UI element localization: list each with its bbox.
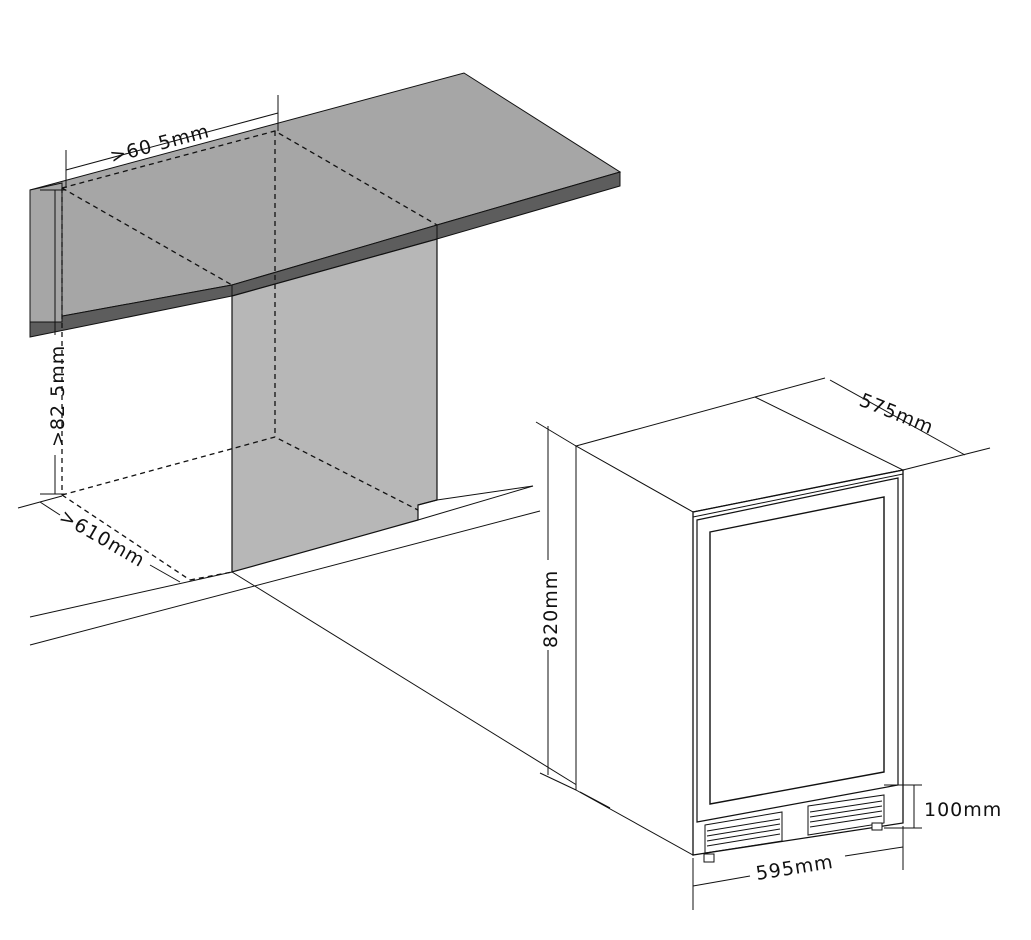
plinth-height-label: 100mm: [924, 799, 1002, 821]
width-dim-line: [65, 112, 279, 171]
appliance-depth-label: 575mm: [856, 389, 937, 439]
top-trim-2: [692, 473, 904, 518]
niche-outline-floor: [61, 436, 419, 511]
vent-grille-right: [807, 794, 885, 836]
appliance-depth-line: [829, 379, 966, 456]
countertop-assembly: [29, 72, 622, 646]
floor-line-rear: [29, 571, 233, 618]
depth-dim-line-b: [149, 564, 181, 583]
appliance-width-label: 595mm: [754, 851, 835, 885]
floor-line-front: [29, 510, 541, 646]
top-trim: [692, 469, 904, 513]
floor-line-front-niche: [417, 499, 438, 506]
niche-side-wall: [231, 238, 438, 573]
vent-grille-left: [704, 811, 783, 854]
appliance-side: [575, 445, 694, 856]
height-ext-top-app: [535, 421, 577, 447]
appliance: [574, 396, 905, 863]
floor-line-rear-right: [417, 485, 534, 521]
niche-outline-floor-front: [61, 494, 191, 581]
depth-ext-a: [754, 377, 826, 398]
depth-ext-b: [902, 447, 991, 471]
foot-front-left: [703, 853, 715, 863]
niche-depth-label: >610mm: [56, 505, 149, 572]
appliance-width-line-b: [844, 846, 904, 857]
foot-front-right: [871, 822, 883, 831]
appliance-width-line-a: [692, 875, 751, 887]
niche-height-label: >82 5mm: [47, 345, 69, 447]
height-ext-bottom-app: [539, 772, 577, 791]
niche-outline-floor-front2: [189, 571, 233, 581]
door-glass: [709, 496, 885, 805]
niche-outline-top-front: [61, 187, 233, 286]
rear-foot-line: [579, 791, 611, 809]
floor-line-back: [436, 485, 534, 501]
projection-line: [231, 571, 589, 793]
left-cabinet-panel: [29, 182, 63, 323]
depth-dim-line-a: [39, 501, 61, 516]
appliance-height-label: 820mm: [540, 570, 562, 648]
